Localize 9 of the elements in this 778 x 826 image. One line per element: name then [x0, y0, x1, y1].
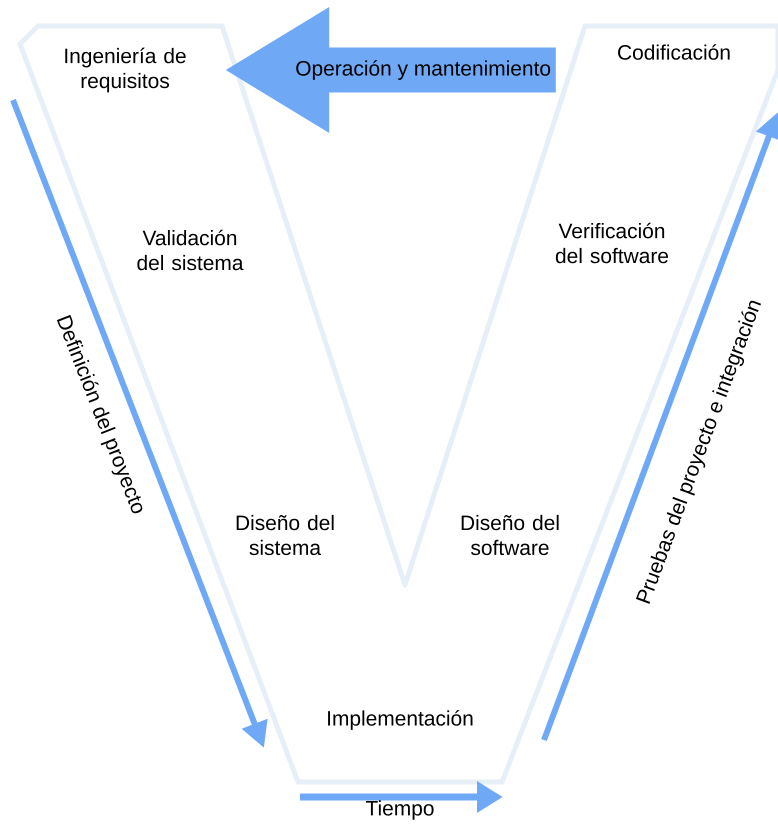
stage-label: Diseño del software	[462, 514, 559, 556]
edge-label: Operación y mantenimiento	[294, 59, 552, 81]
stage-label: Diseño del sistema	[236, 514, 334, 556]
stage-label: Verificación del software	[556, 222, 668, 264]
stage-label: Implementación	[328, 710, 472, 730]
axis-label: Tiempo	[366, 800, 434, 820]
stage-label: Ingeniería de requisitos	[65, 48, 186, 92]
stage-label: Validación del sistema	[137, 230, 244, 270]
stage-label: Codificación	[618, 44, 730, 60]
